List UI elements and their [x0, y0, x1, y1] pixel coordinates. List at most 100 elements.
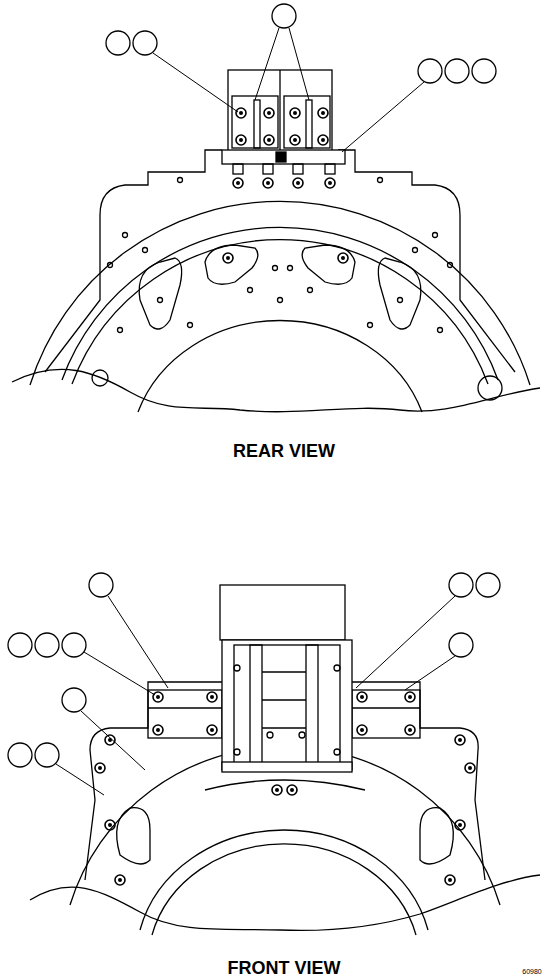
bolt-center — [293, 138, 297, 142]
bolt-hole — [398, 298, 403, 303]
bolt-hole — [278, 298, 283, 303]
leader-line — [356, 596, 455, 688]
bolt-center — [328, 181, 332, 185]
frame-rung — [262, 727, 306, 728]
bracket-divider — [279, 70, 280, 155]
flange-ring-arc — [62, 227, 498, 380]
upper-slot-right — [302, 245, 355, 284]
bolt-hole — [334, 749, 340, 755]
bolt-head — [290, 108, 300, 118]
bolt-head — [445, 875, 455, 885]
bolt-head — [236, 135, 246, 145]
bolt-hole — [413, 248, 418, 253]
frame-rung — [262, 699, 306, 700]
bracket-frame — [222, 640, 352, 770]
callout-circle — [89, 573, 113, 597]
mount-block-left — [232, 96, 278, 148]
bolt-hole — [308, 288, 313, 293]
bolt-center — [408, 695, 412, 699]
bolt-head — [153, 725, 163, 735]
leader-line — [56, 764, 104, 795]
slot-left — [139, 258, 182, 329]
bracket-frame-inner — [234, 645, 340, 763]
side-bracket-edge — [148, 707, 222, 708]
bolt-center — [408, 728, 412, 732]
bolt-center — [293, 111, 297, 115]
bolt-head — [465, 763, 475, 773]
housing-outline-right — [338, 150, 515, 372]
flange-outer-arc — [70, 746, 500, 905]
bolt-center — [239, 111, 243, 115]
side-bracket-edge — [352, 707, 420, 708]
bolt-hole — [273, 266, 278, 271]
bolt-hole — [288, 266, 293, 271]
bolt-head — [105, 820, 115, 830]
bolt-head — [272, 785, 282, 795]
bolt-center — [296, 181, 300, 185]
bolt-center — [267, 111, 271, 115]
bolt-head — [223, 253, 233, 263]
bolt-center — [210, 728, 214, 732]
bolt-stem — [325, 164, 335, 174]
bolt-head — [357, 725, 367, 735]
bolt-hole — [334, 665, 340, 671]
break-line — [12, 369, 540, 411]
bore-opening-arc — [138, 320, 422, 412]
bolt-center — [458, 738, 462, 742]
flange-outer-arc — [30, 201, 530, 385]
bolt-hole — [438, 328, 443, 333]
callout-circle — [133, 31, 157, 55]
bolt-center — [98, 766, 102, 770]
side-bracket-left — [148, 690, 222, 738]
bore-opening-arc-inner — [152, 844, 416, 935]
frame-rung — [262, 671, 306, 672]
bolt-hole — [248, 288, 253, 293]
corner-boss — [92, 370, 108, 386]
bolt-stem — [293, 164, 303, 174]
bolt-center — [290, 788, 294, 792]
bolt-hole — [158, 298, 163, 303]
housing-outline-left — [85, 682, 222, 880]
callout-circle — [8, 633, 32, 657]
bolt-center — [360, 728, 364, 732]
bolt-center — [321, 111, 325, 115]
bolt-head — [405, 725, 415, 735]
bolt-center — [156, 728, 160, 732]
bolt-hole — [188, 323, 193, 328]
slot-right — [420, 808, 453, 864]
bolt-hole — [433, 233, 438, 238]
leader-line — [342, 82, 424, 152]
bolt-center — [226, 256, 230, 260]
frame-bar-right — [306, 645, 318, 763]
callout-circle — [35, 633, 59, 657]
leader-line — [405, 656, 455, 690]
bolt-center — [239, 138, 243, 142]
bolt-head — [95, 763, 105, 773]
bolt-hole — [448, 263, 453, 268]
mount-block-right — [284, 96, 330, 148]
bolt-hole — [267, 732, 273, 738]
break-line — [30, 875, 540, 930]
bolt-hole — [118, 328, 123, 333]
bolt-head — [236, 108, 246, 118]
bolt-head — [207, 692, 217, 702]
callout-circle — [476, 573, 500, 597]
bolt-head — [207, 725, 217, 735]
callout-circle — [449, 573, 473, 597]
callout-circle — [472, 59, 496, 83]
callout-circle — [35, 743, 59, 767]
callout-circle — [418, 59, 442, 83]
bolt-center — [210, 695, 214, 699]
callout-circle — [445, 59, 469, 83]
bolt-head — [405, 692, 415, 702]
bolt-head — [325, 178, 335, 188]
bolt-head — [357, 692, 367, 702]
bolt-center — [267, 138, 271, 142]
bolt-hole — [108, 263, 113, 268]
bolt-head — [318, 108, 328, 118]
mount-plate-right — [306, 100, 312, 148]
bolt-center — [156, 695, 160, 699]
callout-circle — [106, 31, 130, 55]
leader-line — [255, 28, 279, 100]
callout-circle — [449, 633, 473, 657]
